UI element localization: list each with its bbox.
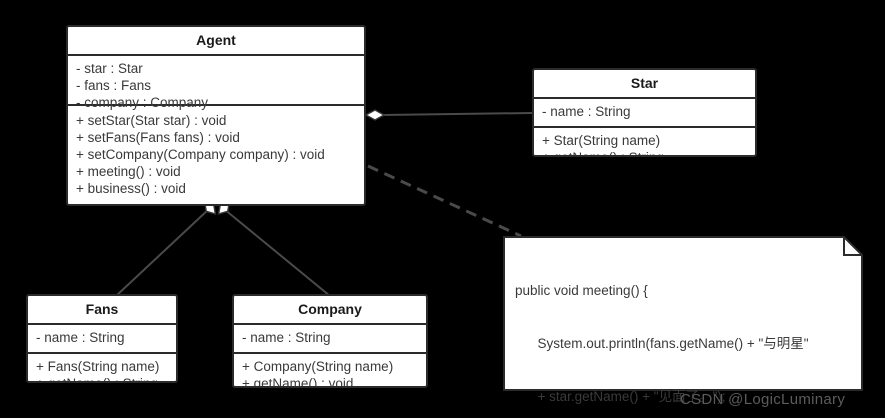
class-method: + getName() : String	[36, 375, 168, 381]
note-line: public void meeting() {	[515, 283, 648, 298]
class-method: + business() : void	[76, 181, 186, 196]
class-methods-agent: + setStar(Star star) : void + setFans(Fa…	[68, 104, 364, 200]
note-shape	[503, 236, 863, 391]
class-attribute: - name : String	[542, 104, 631, 119]
note-code-text: public void meeting() { System.out.print…	[515, 246, 853, 418]
class-method: + Fans(String name)	[36, 359, 160, 374]
aggregation-diamond-star	[364, 109, 386, 121]
note-line: + star.getName() + "见面了。");	[515, 389, 726, 404]
class-title-fans: Fans	[85, 301, 119, 317]
edge-agent-company	[223, 208, 331, 297]
code-note[interactable]: public void meeting() { System.out.print…	[503, 236, 863, 404]
class-box-company[interactable]: Company - name : String + Company(String…	[232, 294, 428, 388]
edge-agent-fans	[115, 208, 210, 297]
class-attributes-star: - name : String	[534, 97, 755, 126]
class-method: + setCompany(Company company) : void	[76, 147, 325, 162]
class-box-fans[interactable]: Fans - name : String + Fans(String name)…	[26, 294, 178, 383]
class-box-star[interactable]: Star - name : String + Star(String name)…	[532, 68, 757, 157]
class-methods-company: + Company(String name) + getName() : voi…	[234, 352, 426, 388]
class-method: + Star(String name)	[542, 133, 661, 148]
class-box-agent[interactable]: Agent - star : Star - fans : Fans - comp…	[66, 25, 366, 206]
class-attributes-company: - name : String	[234, 323, 426, 352]
class-attribute: - fans : Fans	[76, 78, 152, 93]
note-line: System.out.println(fans.getName() + "与明星…	[515, 336, 809, 351]
class-attributes-agent: - star : Star - fans : Fans - company : …	[68, 54, 364, 110]
class-method: + setFans(Fans fans) : void	[76, 130, 240, 145]
class-method: + getName() : String	[542, 149, 747, 155]
class-title-agent: Agent	[196, 32, 236, 48]
edge-agent-note	[367, 164, 522, 238]
edge-agent-star	[382, 112, 533, 116]
class-method: + getName() : void	[242, 376, 354, 388]
class-method: + meeting() : void	[76, 164, 181, 179]
class-title-star: Star	[630, 75, 659, 91]
class-attribute: - star : Star	[76, 61, 143, 76]
class-methods-fans: + Fans(String name) + getName() : String	[28, 352, 176, 381]
class-attributes-fans: - name : String	[28, 323, 176, 352]
class-method: + setStar(Star star) : void	[76, 113, 227, 128]
watermark: CSDN @LogicLuminary	[680, 391, 846, 408]
class-method: + Company(String name)	[242, 359, 394, 374]
class-title-company: Company	[298, 301, 362, 317]
class-attribute: - company : Company	[76, 95, 209, 110]
class-attribute: - name : String	[36, 330, 125, 345]
class-methods-star: + Star(String name) + getName() : String	[534, 126, 755, 155]
class-attribute: - name : String	[242, 330, 331, 345]
